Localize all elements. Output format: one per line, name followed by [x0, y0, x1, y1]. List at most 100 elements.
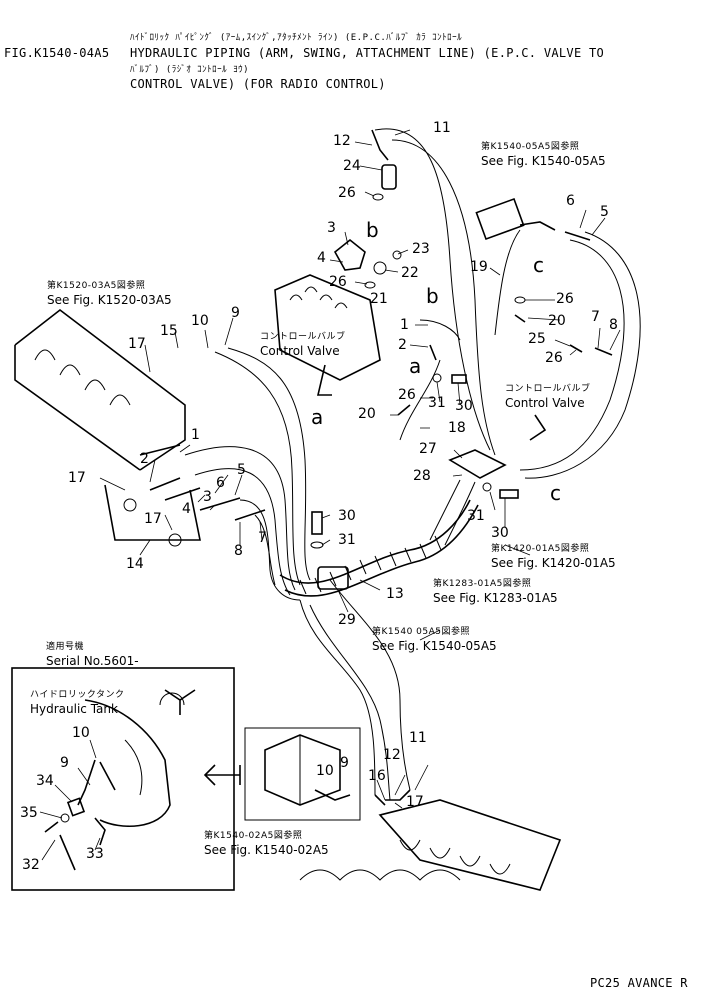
- part-28: 28: [413, 468, 431, 484]
- control-valve-right-port: [529, 414, 547, 441]
- adapter-24: [381, 164, 397, 190]
- elbow-17-b: [168, 533, 182, 547]
- clamp-29: [317, 566, 349, 590]
- part-27: 27: [419, 441, 437, 457]
- ref-k1540-05a5-top-en: See Fig. K1540-05A5: [481, 154, 606, 168]
- bolt-30-center: [311, 511, 323, 535]
- part-31-mid: 31: [428, 395, 446, 411]
- control-valve-left-port: [316, 364, 332, 396]
- solenoid-block: [475, 197, 525, 241]
- control-valve-left-spools: [289, 286, 348, 309]
- part-12-bottom: 12: [383, 747, 401, 763]
- ref-k1540-02a5-en: See Fig. K1540-02A5: [204, 843, 329, 857]
- valve-body-left-top: [14, 308, 186, 471]
- bundle-wrap-13: [279, 499, 471, 584]
- ref-k1540-05a5-top-jp: 第K1540-05A5図参照: [481, 142, 580, 152]
- clamp-27: [448, 449, 507, 479]
- hose-down-run-c: [329, 579, 411, 791]
- bundle-wrap-13b: [284, 504, 479, 597]
- inset-fitting-33: [94, 817, 106, 846]
- valve-bank-base: [299, 869, 461, 881]
- part-20-mid: 20: [358, 406, 376, 422]
- control-valve-left-jp: コントロールバルブ: [260, 332, 346, 342]
- hose-10-run: [214, 351, 301, 586]
- part-20-c: 20: [548, 313, 566, 329]
- bundle-lower-b: [444, 481, 476, 546]
- part-25: 25: [528, 331, 546, 347]
- control-valve-left-label: コントロールバルブ Control Valve: [260, 330, 346, 358]
- part-9-left: 9: [231, 305, 240, 321]
- part-9-inset: 9: [60, 755, 69, 771]
- part-19: 19: [470, 259, 488, 275]
- part-30-right: 30: [491, 525, 509, 541]
- ref-k1540-02a5: 第K1540-02A5図参照 See Fig. K1540-02A5: [204, 829, 329, 857]
- control-valve-right-en: Control Valve: [505, 396, 585, 410]
- valve-body-left-front: [14, 345, 141, 471]
- ref-k1420-01a5-en: See Fig. K1420-01A5: [491, 556, 616, 570]
- tee-3-4: [333, 238, 366, 271]
- part-26-top: 26: [338, 185, 356, 201]
- hose-7-run: [254, 514, 276, 586]
- pump-detail-frame: [244, 727, 361, 821]
- bracket-14: [104, 484, 201, 541]
- oring-26-b: [364, 281, 376, 289]
- inset-oring-35: [60, 813, 70, 823]
- hose-down-run: [299, 599, 376, 796]
- fitting-6-top: [519, 221, 556, 231]
- fittings-left: [139, 444, 266, 521]
- hose-5-run: [519, 239, 625, 471]
- inset-frame: [11, 667, 235, 891]
- part-24: 24: [343, 158, 361, 174]
- hose-5-left-run: [239, 499, 301, 601]
- part-17-b: 17: [144, 511, 162, 527]
- inset-leaders: [39, 739, 101, 861]
- oring-26-c: [514, 296, 526, 304]
- part-26-mid: 26: [398, 387, 416, 403]
- ref-k1540-05a5-mid: 第K1540 05A5図参照 See Fig. K1540-05A5: [372, 625, 497, 653]
- inset-fitting-32: [44, 821, 76, 871]
- part-31-center: 31: [338, 532, 356, 548]
- part-10-box: 10: [316, 763, 334, 779]
- part-4-top: 4: [317, 250, 326, 266]
- fitting-22: [373, 261, 387, 275]
- part-33: 33: [86, 846, 104, 862]
- part-17-a: 17: [68, 470, 86, 486]
- figure-id: FIG.K1540-04A5: [4, 46, 110, 60]
- part-18: 18: [448, 420, 466, 436]
- part-7-right: 7: [591, 309, 600, 325]
- part-11-top: 11: [433, 120, 451, 136]
- fitting-25: [569, 344, 583, 353]
- tank-inner: [124, 739, 143, 796]
- inset-serial: Serial No.5601-: [46, 654, 139, 668]
- letter-b-mid: b: [426, 284, 439, 308]
- ref-k1420-01a5: 第K1420-01A5図参照 See Fig. K1420-01A5: [491, 542, 616, 570]
- hose-1-run: [184, 446, 296, 591]
- part-34: 34: [36, 773, 54, 789]
- oring-26-top: [372, 193, 384, 201]
- part-26-b: 26: [329, 274, 347, 290]
- hose-11b-run: [391, 139, 496, 456]
- part-6-top: 6: [566, 193, 575, 209]
- letter-a-mid: a: [409, 354, 422, 378]
- title-jp-line2: ﾊﾞﾙﾌﾞ) (ﾗｼﾞｵ ｺﾝﾄﾛｰﾙ ﾖｳ): [130, 65, 250, 75]
- part-5-left: 5: [237, 462, 246, 478]
- part-5-top: 5: [600, 204, 609, 220]
- part-32: 32: [22, 857, 40, 873]
- ref-k1540-05a5-mid-jp: 第K1540 05A5図参照: [372, 627, 471, 637]
- ref-k1520-03a5: 第K1520-03A5図参照 See Fig. K1520-03A5: [47, 279, 172, 307]
- fitting-20-c: [514, 314, 526, 323]
- part-2-mid: 2: [398, 337, 407, 353]
- ref-k1420-01a5-jp: 第K1420-01A5図参照: [491, 544, 590, 554]
- fitting-8-right: [594, 347, 613, 356]
- fitting-12-top: [371, 129, 389, 161]
- part-1-left: 1: [191, 427, 200, 443]
- washer-31-right: [482, 482, 492, 492]
- control-valve-left-en: Control Valve: [260, 344, 340, 358]
- tank-cap: [159, 692, 185, 706]
- part-17-bottom: 17: [406, 794, 424, 810]
- part-31-right: 31: [467, 508, 485, 524]
- inset-applicable-jp: 適用号機: [46, 642, 85, 652]
- part-12-top: 12: [333, 133, 351, 149]
- control-valve-right-label: コントロールバルブ Control Valve: [505, 382, 591, 410]
